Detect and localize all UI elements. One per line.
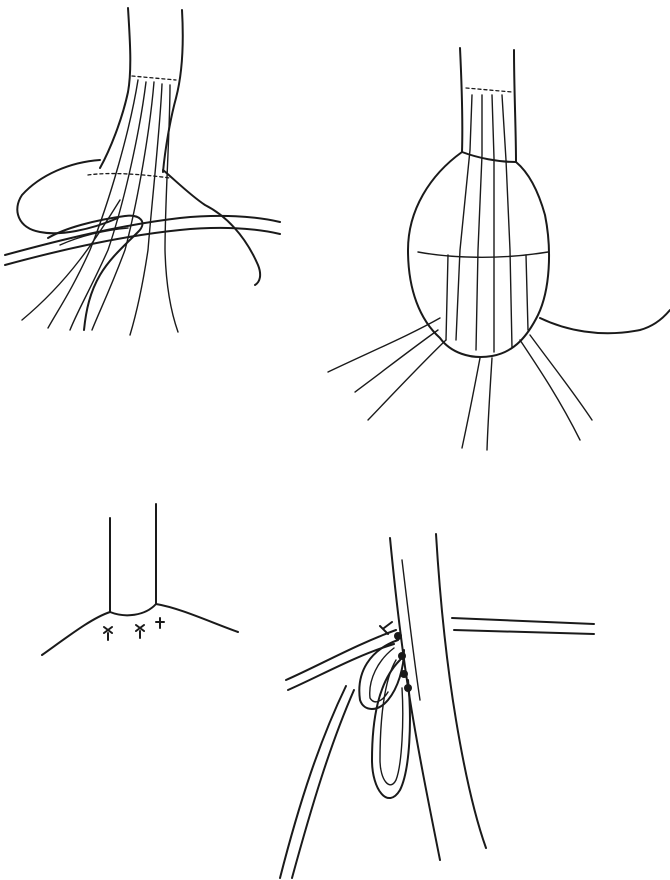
panel-bottom-right bbox=[280, 534, 594, 878]
bl-suture-marks bbox=[104, 618, 164, 640]
tl-tube-left-wall bbox=[100, 8, 130, 168]
br-vessel-right-wall bbox=[436, 534, 486, 848]
tl-tube-right-wall bbox=[163, 10, 183, 172]
br-vessel-inner bbox=[402, 560, 420, 700]
tl-fibre-dash bbox=[132, 76, 176, 80]
tr-membrane bbox=[540, 310, 670, 333]
tl-bulge-outline bbox=[17, 160, 118, 233]
br-loops bbox=[359, 640, 410, 798]
br-incoming-upper bbox=[286, 630, 396, 680]
panel-bottom-left bbox=[42, 504, 238, 655]
bl-base-line bbox=[42, 604, 238, 655]
tr-fibre-dash bbox=[466, 88, 512, 92]
tr-mid-band bbox=[418, 252, 548, 257]
br-descending-outer bbox=[280, 686, 346, 878]
panel-top-right bbox=[328, 48, 670, 450]
br-branch-upper bbox=[452, 618, 594, 624]
br-branch-lower bbox=[454, 630, 594, 634]
bl-stump-base bbox=[110, 604, 156, 615]
panel-top-left bbox=[5, 8, 280, 335]
tl-hook-inner bbox=[60, 228, 128, 245]
tl-fibres bbox=[22, 80, 178, 335]
tr-tube-left-wall bbox=[460, 48, 462, 152]
tr-tube-right-wall bbox=[514, 50, 516, 162]
br-vessel-left-wall bbox=[390, 538, 440, 860]
br-descending-inner bbox=[292, 690, 354, 878]
tr-radiating-fibres bbox=[328, 318, 592, 450]
